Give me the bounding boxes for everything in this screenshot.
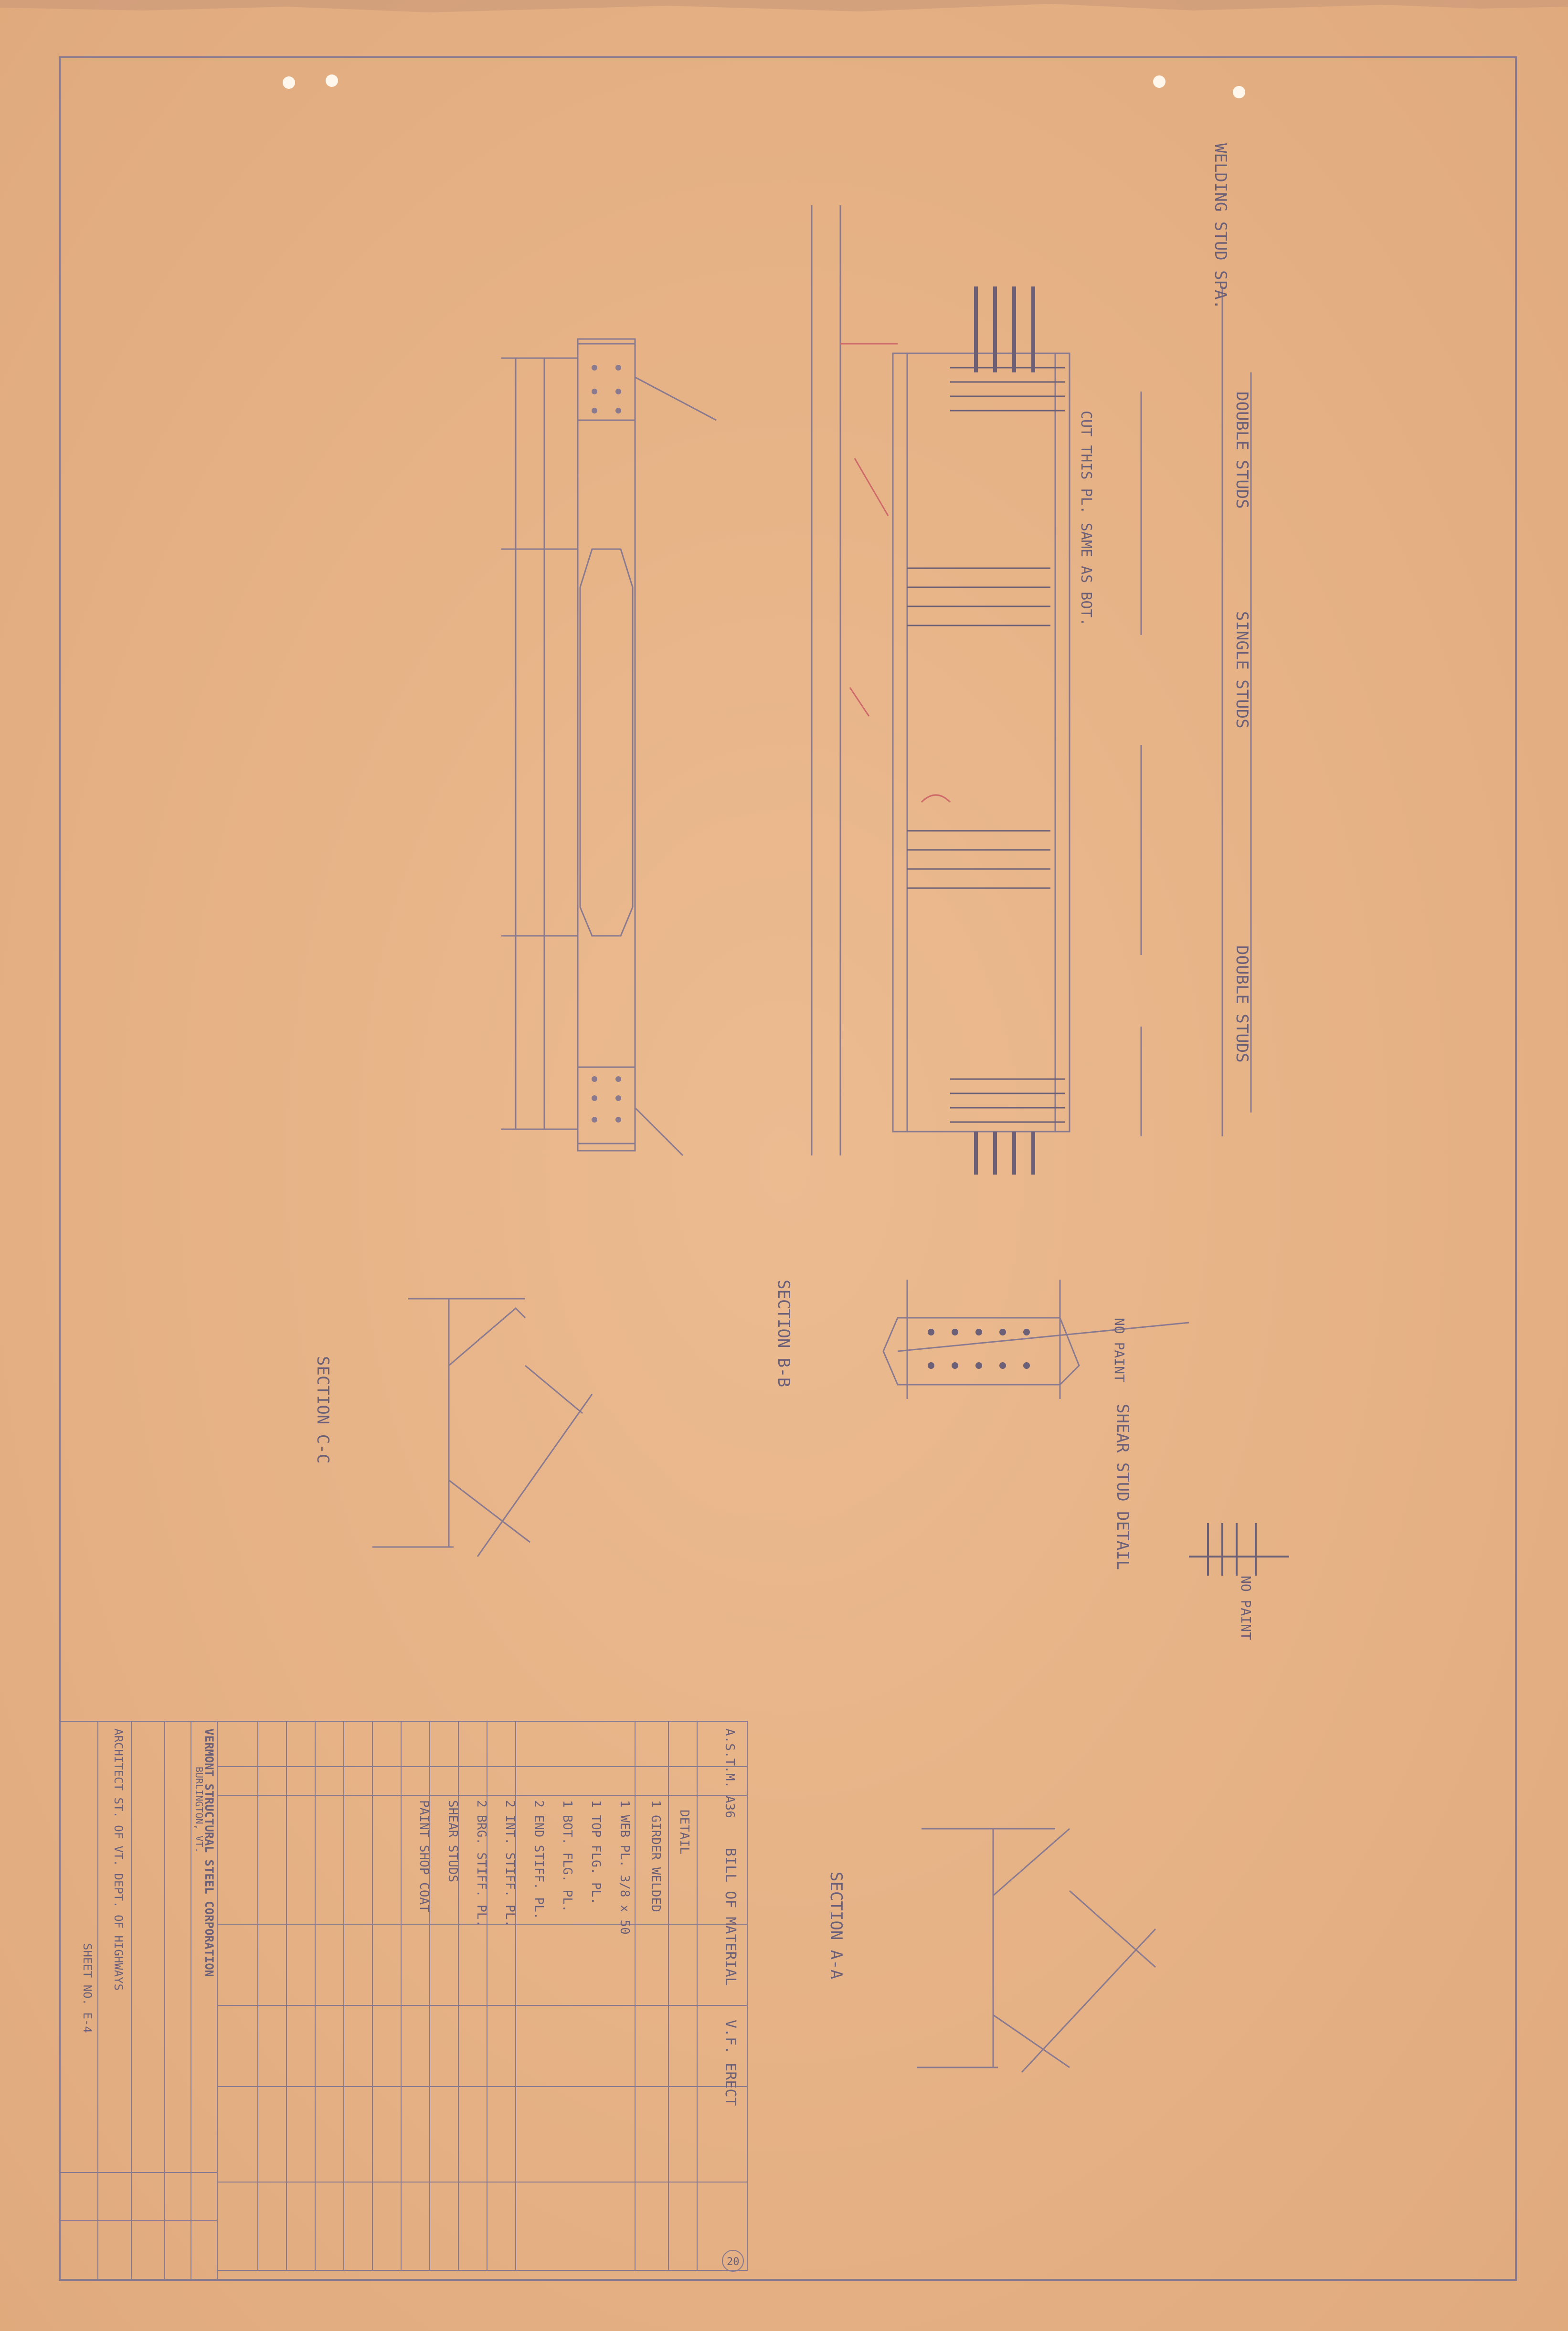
bom-row: PAINT SHOP COAT — [417, 1800, 431, 1912]
section-c-c-drawing — [372, 1298, 593, 1557]
bom-row: 2 INT. STIFF. PL. — [503, 1800, 517, 1927]
single-studs-label: SINGLE STUDS — [1232, 611, 1251, 729]
sheet-number: 20 — [727, 2256, 740, 2268]
punch-hole — [326, 74, 338, 87]
bom-row: 1 GIRDER WELDED — [648, 1800, 663, 1912]
stud-heads — [974, 286, 1035, 1175]
bom-heading: BILL OF MATERIAL — [722, 1848, 739, 1986]
sheet-number-circle — [722, 2250, 744, 2272]
sheet-border — [59, 56, 1517, 2281]
bom-row: 1 WEB PL. 3/8 x 50 — [617, 1800, 632, 1935]
plan-bolt-holes — [592, 365, 621, 1123]
bom-spec: A.S.T.M. A36 — [722, 1728, 737, 1818]
section-b-b-studs — [928, 1329, 1030, 1369]
shear-stud-detail-drawing — [1189, 1523, 1289, 1576]
section-b-b-drawing — [882, 1280, 1189, 1399]
shear-stud-detail-title: SHEAR STUD DETAIL — [1113, 1404, 1132, 1570]
company-name: VERMONT STRUCTURAL STEEL CORPORATION — [202, 1728, 216, 1977]
section-b-b-title: SECTION B-B — [774, 1280, 793, 1387]
bom-row: SHEAR STUDS — [445, 1800, 460, 1882]
cut-this-pl-note: CUT THIS PL. SAME AS BOT. — [1078, 411, 1094, 626]
bom-erect: V.F. ERECT — [722, 2020, 739, 2106]
elevation-top-note: WELDING STUD SPA. — [1211, 143, 1230, 309]
stud-group — [907, 367, 1065, 1123]
girder-plan-view — [501, 338, 717, 1156]
bom-row: 2 BRG. STIFF. PL. — [474, 1800, 488, 1927]
elevation-red-marks — [840, 343, 951, 803]
sheet-no: SHEET NO. E-4 — [81, 1943, 94, 2033]
title-block — [59, 1721, 218, 2280]
girder-elevation-view — [811, 205, 1252, 1155]
no-paint-label: NO PAINT — [1112, 1318, 1127, 1382]
section-a-a-title: SECTION A-A — [826, 1872, 846, 1979]
architect-line: ARCHITECT ST. OF VT. DEPT. OF HIGHWAYS — [112, 1728, 125, 1991]
bill-of-material-column-rules — [217, 1795, 747, 2183]
torn-top-edge — [0, 0, 1568, 12]
bom-row: 1 BOT. FLG. PL. — [560, 1800, 574, 1912]
double-studs-label-2: DOUBLE STUDS — [1232, 945, 1251, 1063]
bom-row: 2 END STIFF. PL. — [531, 1800, 546, 1919]
punch-hole — [1153, 75, 1165, 88]
section-a-a-drawing — [917, 1828, 1156, 2073]
no-paint-label-2: NO PAINT — [1238, 1576, 1254, 1640]
company-city: BURLINGTON, VT. — [193, 1767, 205, 1853]
punch-hole — [283, 76, 295, 89]
punch-hole — [1233, 86, 1245, 98]
bom-row: DETAIL — [677, 1810, 691, 1854]
bom-row: 1 TOP FLG. PL. — [589, 1800, 603, 1905]
section-c-c-title: SECTION C-C — [313, 1356, 332, 1463]
double-studs-label: DOUBLE STUDS — [1232, 392, 1251, 509]
